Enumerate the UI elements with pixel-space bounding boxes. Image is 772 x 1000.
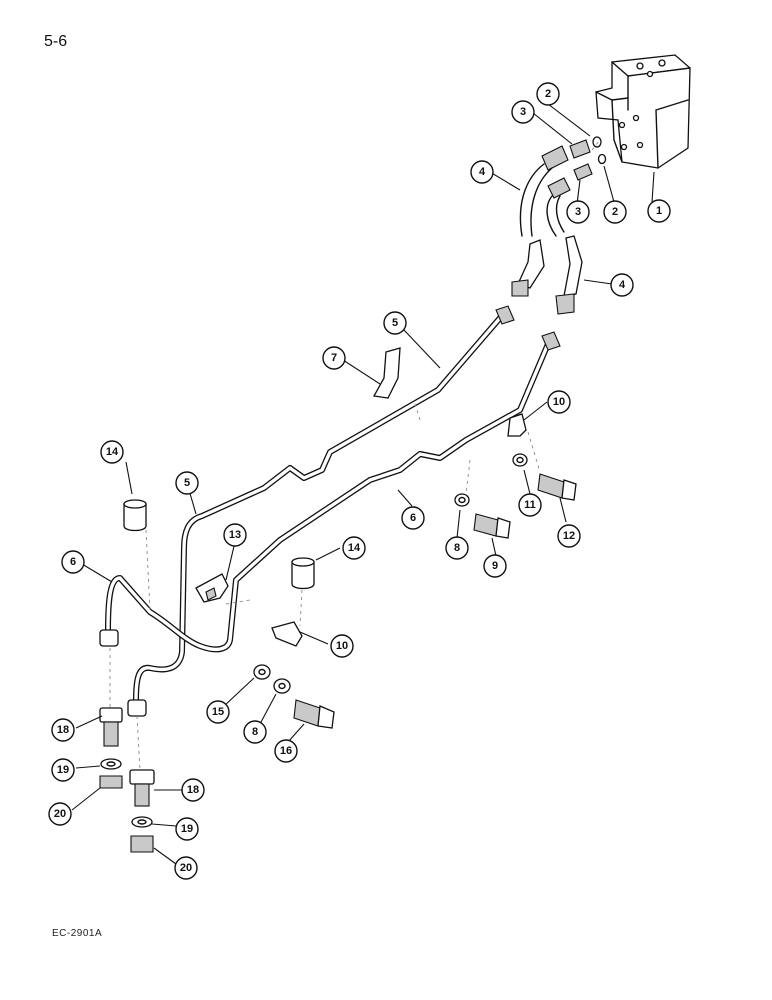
svg-text:3: 3 [520,106,526,118]
clip-part-7 [372,347,401,399]
svg-text:3: 3 [575,206,581,218]
svg-text:4: 4 [619,279,626,291]
lockwasher-part-8-lower [273,678,291,694]
svg-text:1: 1 [656,205,662,217]
callout-19-left: 19 [51,758,75,782]
clip-part-10-upper [507,413,527,437]
svg-text:12: 12 [563,530,575,542]
drawing-reference-code: EC-2901A [52,928,103,939]
o-rings-part-2 [592,136,607,165]
svg-text:4: 4 [479,166,486,178]
svg-text:16: 16 [280,745,292,757]
callout-18-right: 18 [181,778,205,802]
callout-14-upper: 14 [100,440,124,464]
svg-text:8: 8 [454,542,460,554]
callout-16: 16 [274,739,298,763]
lockwasher-part-11 [512,453,528,467]
callout-19-right: 19 [175,817,199,841]
callout-20-left: 20 [48,802,72,826]
adapters-part-3 [569,139,593,181]
callout-6-left: 6 [61,550,85,574]
svg-text:11: 11 [524,499,536,511]
svg-text:14: 14 [348,542,361,554]
spacer-part-14-lower [291,557,315,590]
valve-body-part-1 [595,54,691,169]
clip-part-13 [195,573,229,603]
callout-10-lower: 10 [330,634,354,658]
callout-4-lower: 4 [610,273,634,297]
callout-leaders [71,103,655,865]
spacer-part-14-upper [123,499,147,532]
clip-part-10-lower [271,621,303,647]
svg-text:10: 10 [553,396,565,408]
assembly-dashed-lines [109,139,601,771]
svg-text:9: 9 [492,560,498,572]
svg-text:6: 6 [70,556,76,568]
callout-5-upper: 5 [383,311,407,335]
callout-2-upper: 2 [536,82,560,106]
callout-4-upper: 4 [470,160,494,184]
svg-text:14: 14 [106,446,119,458]
bolt-part-9 [473,513,511,539]
callout-8-lower: 8 [243,720,267,744]
page-number: 5-6 [44,33,68,50]
svg-text:20: 20 [54,808,66,820]
callout-13: 13 [223,523,247,547]
callout-14-lower: 14 [342,536,366,560]
fitting-stack-left [99,707,123,789]
svg-text:5: 5 [184,477,190,489]
steel-tube-part-6 [105,331,561,653]
svg-text:8: 8 [252,726,258,738]
lockwasher-part-8-upper [454,493,470,507]
hoses-part-4 [511,145,583,315]
callout-8-upper: 8 [445,536,469,560]
svg-text:15: 15 [212,706,224,718]
callout-10-upper: 10 [547,390,571,414]
svg-text:18: 18 [57,724,69,736]
callout-12: 12 [557,524,581,548]
bolt-part-12 [537,473,577,501]
washer-part-15 [253,664,271,680]
svg-text:20: 20 [180,862,192,874]
bolt-part-16 [293,699,335,729]
callout-7: 7 [322,346,346,370]
callout-5-lower: 5 [175,471,199,495]
callout-15: 15 [206,700,230,724]
svg-text:19: 19 [57,764,69,776]
svg-text:5: 5 [392,317,398,329]
callout-9: 9 [483,554,507,578]
svg-text:6: 6 [410,512,416,524]
svg-text:2: 2 [545,88,551,100]
callout-3-upper: 3 [511,100,535,124]
callout-6-middle: 6 [401,506,425,530]
fitting-stack-right [129,769,155,853]
callout-11: 11 [518,493,542,517]
svg-text:7: 7 [331,352,337,364]
callout-1: 1 [647,199,671,223]
clip-part-13-tab [205,587,217,601]
svg-text:19: 19 [181,823,193,835]
svg-text:2: 2 [612,206,618,218]
steel-tube-part-5 [133,305,515,703]
callout-20-right: 20 [174,856,198,880]
callout-18-left: 18 [51,718,75,742]
callout-3-lower: 3 [566,200,590,224]
callout-2-lower: 2 [603,200,627,224]
svg-text:13: 13 [229,529,241,541]
svg-text:10: 10 [336,640,348,652]
svg-text:18: 18 [187,784,199,796]
